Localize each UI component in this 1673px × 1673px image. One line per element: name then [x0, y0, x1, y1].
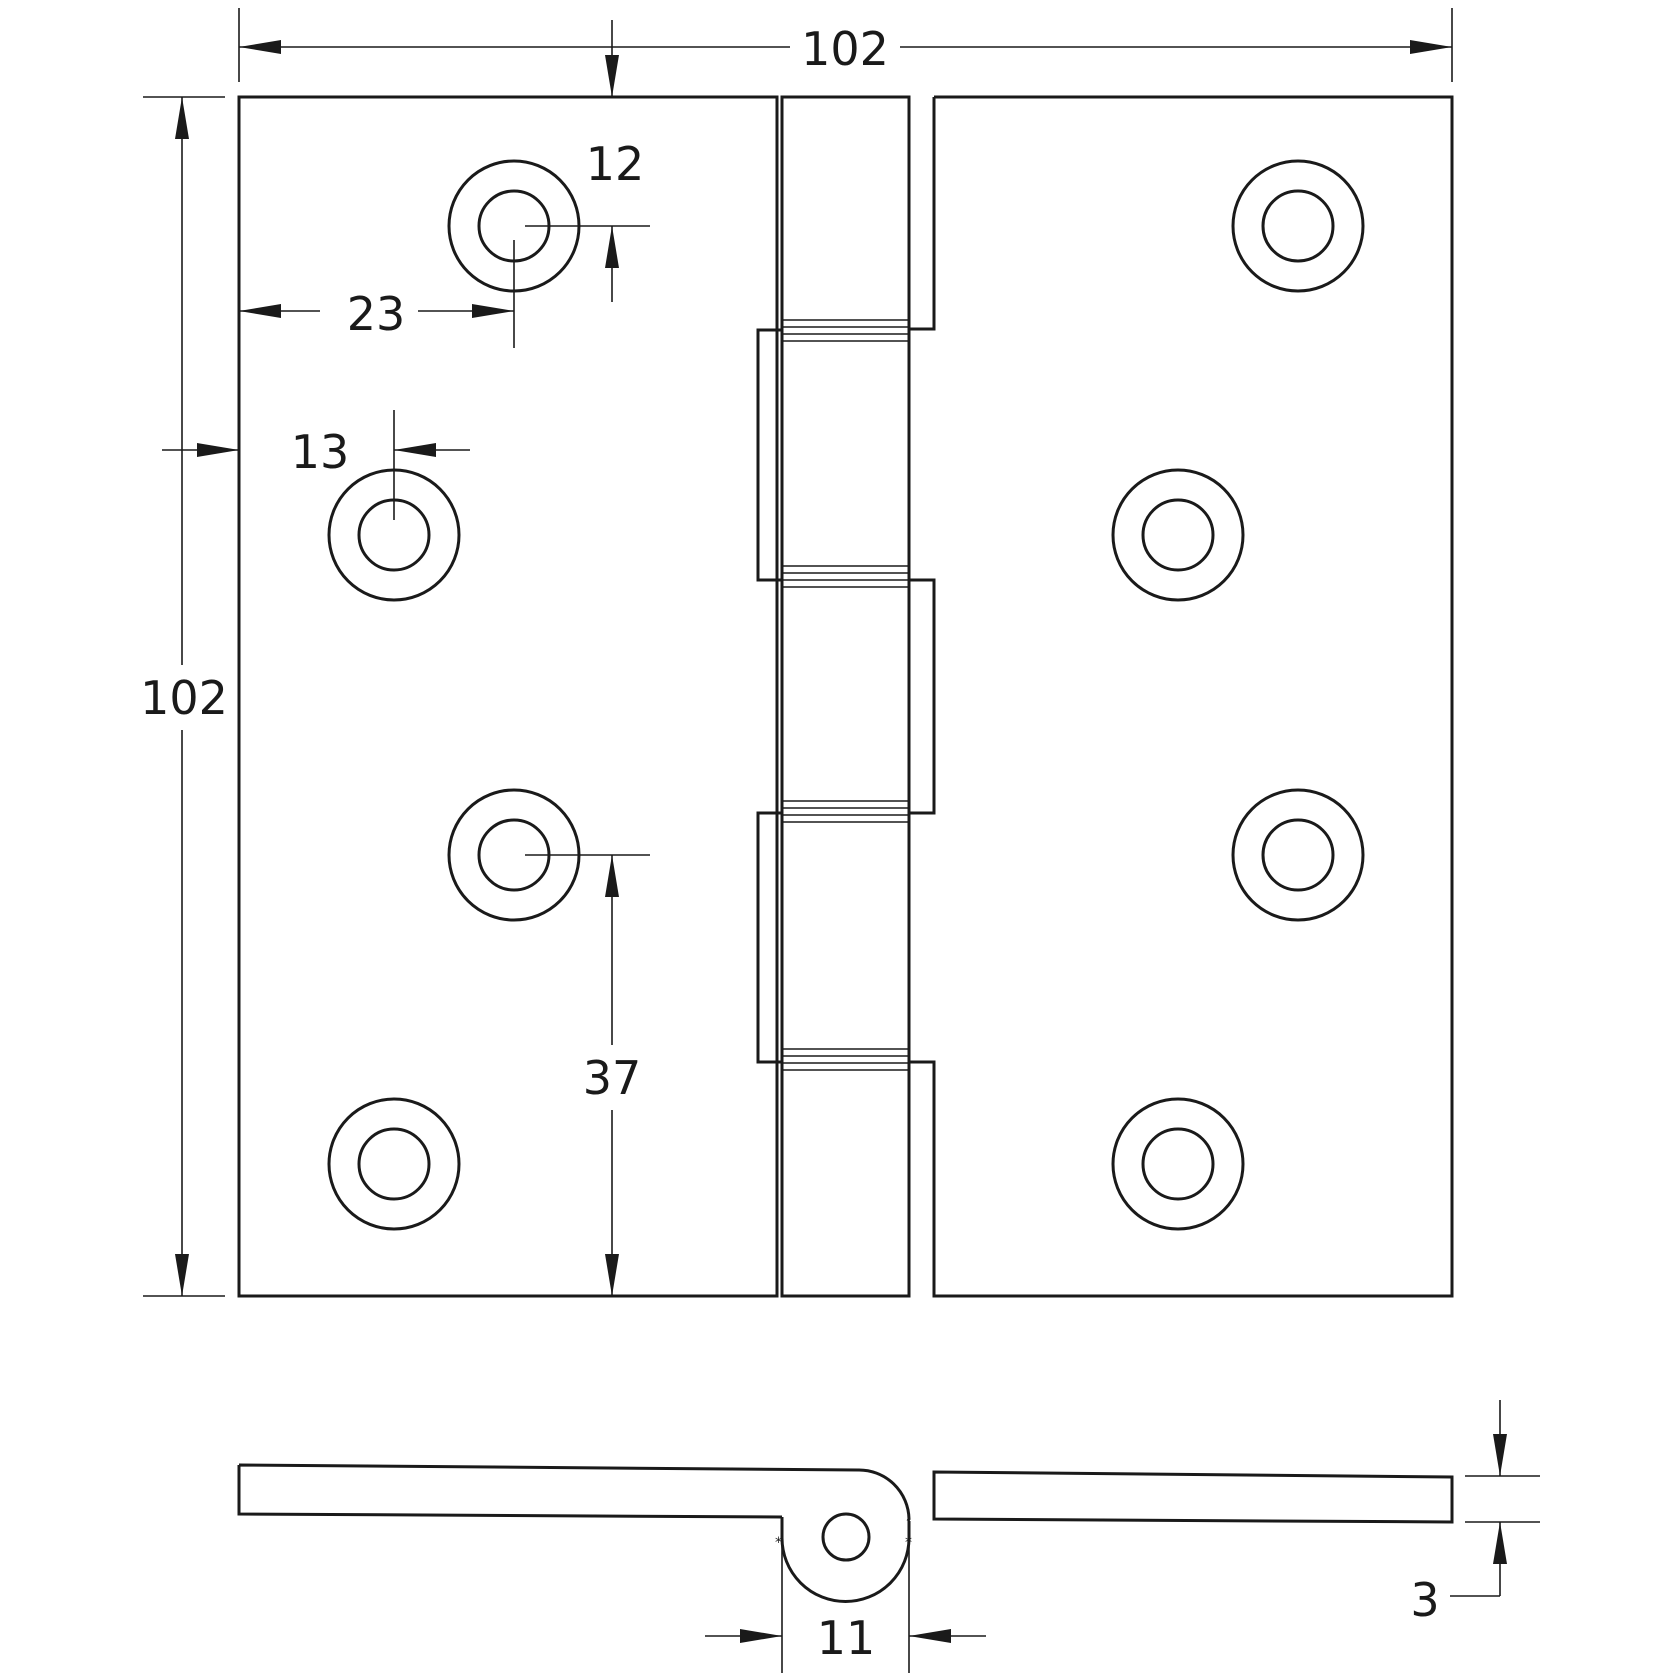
left-knuckle-tab-2: [756, 811, 782, 1064]
dim-label-hole-diameter: 12: [586, 137, 645, 191]
dim-label-hole-offset-side: 13: [291, 425, 350, 479]
knuckle-strip: [780, 95, 911, 1298]
side-right-leaf: [932, 1470, 1454, 1524]
dimension-overall-width: 102: [238, 8, 1453, 82]
side-left-leaf: [237, 1463, 911, 1522]
dimension-hole-diameter: 12: [525, 137, 650, 302]
dim-label-hole-spacing: 37: [583, 1051, 642, 1105]
dimension-leaf-thickness: 3: [1410, 1400, 1540, 1627]
dim-label-hole-offset-edge: 23: [347, 287, 406, 341]
left-knuckle-tab-1: [756, 328, 782, 582]
dim-label-overall-width: 102: [801, 22, 889, 76]
dim-label-overall-height: 102: [140, 671, 228, 725]
svg-text:*: *: [775, 1535, 782, 1551]
side-knuckle: [780, 1517, 911, 1603]
screw-hole-left-4: [327, 1097, 461, 1231]
front-view: 102 102 12: [140, 8, 1454, 1298]
side-view: * * 3 11: [237, 1400, 1540, 1673]
right-leaf-outline: [909, 95, 1454, 1298]
dim-label-knuckle-diameter: 11: [817, 1611, 876, 1665]
dimension-edge-marker: [162, 443, 239, 457]
screw-hole-right-3: [1231, 788, 1365, 922]
dim-label-leaf-thickness: 3: [1410, 1573, 1439, 1627]
left-leaf-outline: [237, 95, 779, 1298]
screw-hole-right-4: [1111, 1097, 1245, 1231]
dimension-overall-height: 102: [140, 96, 228, 1297]
dimension-hole-offset-edge: 23: [239, 240, 515, 348]
side-pin: [821, 1512, 871, 1562]
dimension-hole-offset-side: 13: [291, 410, 470, 520]
screw-hole-right-2: [1111, 468, 1245, 602]
dimension-knuckle-diameter: 11: [705, 1540, 986, 1673]
dimension-hole-spacing: 37: [525, 854, 650, 1296]
screw-holes: [327, 159, 1365, 1231]
dimension-top-marker: [605, 20, 619, 97]
screw-hole-right-1: [1231, 159, 1365, 293]
knuckle-joints: [782, 319, 909, 1071]
